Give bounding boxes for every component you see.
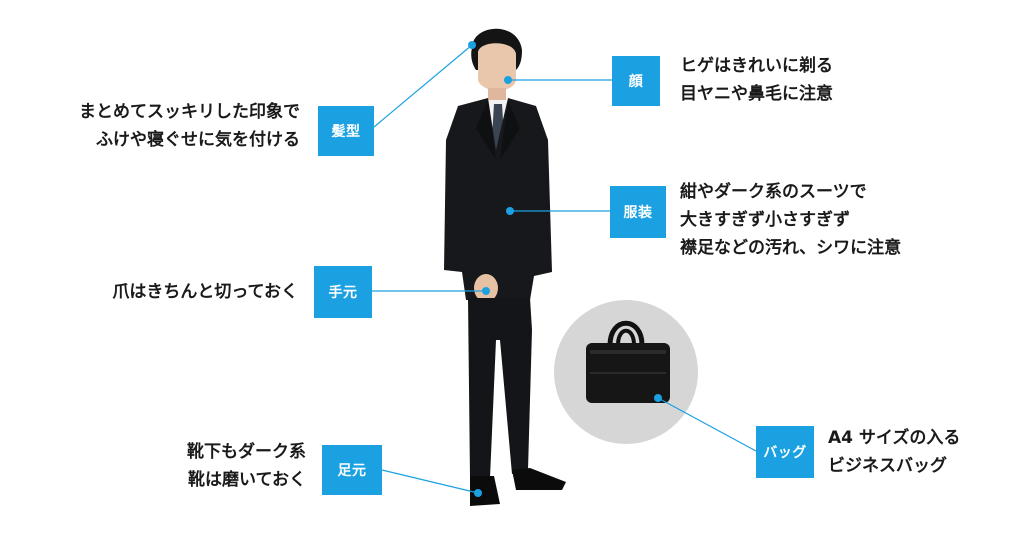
feet-note: 靴下もダーク系 靴は磨いておく — [187, 438, 306, 494]
bag-tag-label: バッグ — [763, 445, 807, 461]
feet-tag: 足元 — [322, 445, 382, 495]
hair-note: まとめてスッキリした印象で ふけや寝ぐせに気を付ける — [79, 98, 300, 154]
person-figure — [444, 28, 566, 506]
feet-note-line-1: 靴下もダーク系 — [187, 442, 306, 462]
business-bag-icon — [586, 320, 670, 403]
clothes-tag-label: 服装 — [623, 205, 653, 221]
feet-note-line-2: 靴は磨いておく — [188, 470, 306, 490]
clothes-note-line-3: 襟足などの汚れ、シワに注意 — [680, 238, 902, 258]
face-note: ヒゲはきれいに剃る 目ヤニや鼻毛に注意 — [680, 52, 833, 108]
anchor-dots — [468, 41, 662, 497]
clothes-note-line-1: 紺やダーク系のスーツで — [680, 182, 867, 202]
face-tag: 顔 — [612, 56, 660, 106]
hands-note: 爪はきちんと切っておく — [112, 278, 298, 306]
face-note-line-1: ヒゲはきれいに剃る — [680, 56, 833, 76]
bag-note-line-1: A4 サイズの入る — [828, 428, 961, 448]
face-note-line-2: 目ヤニや鼻毛に注意 — [680, 84, 833, 104]
clothes-tag: 服装 — [610, 186, 666, 238]
hands-tag-label: 手元 — [328, 285, 358, 301]
hands-note-line-1: 爪はきちんと切っておく — [112, 282, 298, 302]
clothes-note: 紺やダーク系のスーツで 大きすぎず小さすぎず 襟足などの汚れ、シワに注意 — [680, 178, 901, 262]
clothes-note-line-2: 大きすぎず小さすぎず — [680, 210, 850, 230]
bag-note: A4 サイズの入る ビジネスバッグ — [828, 424, 960, 480]
hair-note-line-1: まとめてスッキリした印象で — [79, 102, 300, 122]
bag-tag: バッグ — [756, 426, 814, 478]
hair-tag: 髪型 — [318, 106, 374, 156]
leader-lines — [372, 44, 757, 494]
hair-note-line-2: ふけや寝ぐせに気を付ける — [96, 130, 300, 150]
feet-tag-label: 足元 — [337, 463, 367, 479]
hair-tag-label: 髪型 — [331, 124, 361, 140]
hands-tag: 手元 — [314, 266, 372, 318]
face-tag-label: 顔 — [628, 74, 644, 90]
bag-note-line-2: ビジネスバッグ — [828, 456, 947, 476]
